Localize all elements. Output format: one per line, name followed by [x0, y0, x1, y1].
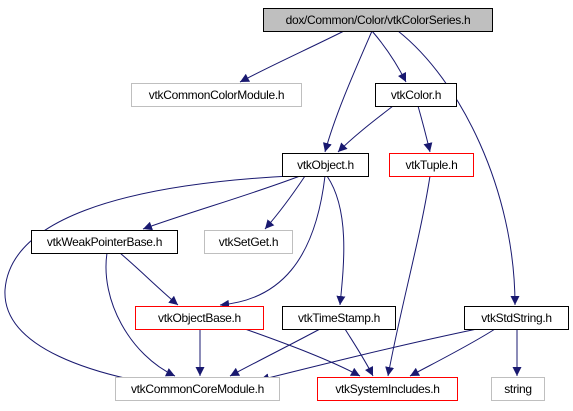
edge-timestamp-to-coremodule — [229, 328, 321, 377]
node-module[interactable]: vtkCommonColorModule.h — [131, 83, 302, 107]
node-box-sysincludes — [317, 377, 458, 401]
node-label-object: vtkObject.h — [297, 158, 354, 172]
edge-object-to-timestamp — [326, 175, 346, 306]
node-timestamp[interactable]: vtkTimeStamp.h — [282, 306, 396, 330]
node-label-stdstring: vtkStdString.h — [481, 311, 552, 325]
node-label-tuple: vtkTuple.h — [406, 158, 458, 172]
node-label-setget: vtkSetGet.h — [219, 235, 278, 249]
node-string[interactable]: string — [491, 377, 545, 401]
edge-stdstring-to-coremodule — [259, 328, 478, 383]
edges-layer — [4, 30, 522, 388]
node-box-color — [375, 83, 457, 107]
node-objbase[interactable]: vtkObjectBase.h — [135, 306, 264, 330]
node-box-tuple — [389, 153, 474, 177]
edge-root-to-stdstring — [397, 30, 520, 306]
node-label-objbase: vtkObjectBase.h — [158, 311, 241, 325]
node-box-module — [131, 83, 302, 107]
node-label-root: dox/Common/Color/vtkColorSeries.h — [286, 13, 471, 27]
nodes-layer: dox/Common/Color/vtkColorSeries.h vtkComm… — [31, 8, 569, 401]
node-box-weakptr — [31, 230, 178, 254]
edge-root-to-color — [371, 30, 407, 83]
node-coremodule[interactable]: vtkCommonCoreModule.h — [115, 377, 280, 401]
edge-objbase-to-sysincludes — [244, 328, 361, 377]
edge-object-to-coremodule — [4, 175, 291, 388]
node-label-timestamp: vtkTimeStamp.h — [298, 311, 380, 325]
node-box-object — [282, 153, 369, 177]
edge-object-to-weakptr — [142, 175, 301, 231]
edge-weakptr-to-objbase — [119, 252, 179, 306]
node-label-string: string — [504, 382, 532, 396]
node-box-string — [491, 377, 545, 401]
node-stdstring[interactable]: vtkStdString.h — [464, 306, 569, 330]
edge-timestamp-to-sysincludes — [344, 328, 374, 377]
node-color[interactable]: vtkColor.h — [375, 83, 457, 107]
node-box-setget — [204, 230, 293, 254]
edge-object-to-objbase — [219, 175, 326, 309]
node-root[interactable]: dox/Common/Color/vtkColorSeries.h — [263, 8, 493, 32]
node-label-coremodule: vtkCommonCoreModule.h — [131, 382, 264, 396]
edge-tuple-to-sysincludes — [385, 175, 431, 377]
node-box-stdstring — [464, 306, 569, 330]
edge-weakptr-to-coremodule — [105, 252, 176, 377]
node-box-root — [263, 8, 493, 32]
edge-color-to-tuple — [417, 105, 433, 153]
node-tuple[interactable]: vtkTuple.h — [389, 153, 474, 177]
edge-root-to-object — [323, 30, 373, 153]
edge-root-to-module — [239, 30, 345, 83]
node-object[interactable]: vtkObject.h — [282, 153, 369, 177]
node-box-coremodule — [115, 377, 280, 401]
node-box-timestamp — [282, 306, 396, 330]
node-weakptr[interactable]: vtkWeakPointerBase.h — [31, 230, 178, 254]
node-sysincludes[interactable]: vtkSystemIncludes.h — [317, 377, 458, 401]
node-label-weakptr: vtkWeakPointerBase.h — [47, 235, 162, 249]
edge-object-to-setget — [264, 175, 306, 230]
edge-stdstring-to-sysincludes — [409, 328, 496, 377]
node-box-objbase — [135, 306, 264, 330]
node-label-sysincludes: vtkSystemIncludes.h — [335, 382, 439, 396]
node-label-color: vtkColor.h — [391, 88, 441, 102]
node-label-module: vtkCommonColorModule.h — [149, 88, 284, 102]
node-setget[interactable]: vtkSetGet.h — [204, 230, 293, 254]
edge-color-to-object — [337, 105, 394, 153]
